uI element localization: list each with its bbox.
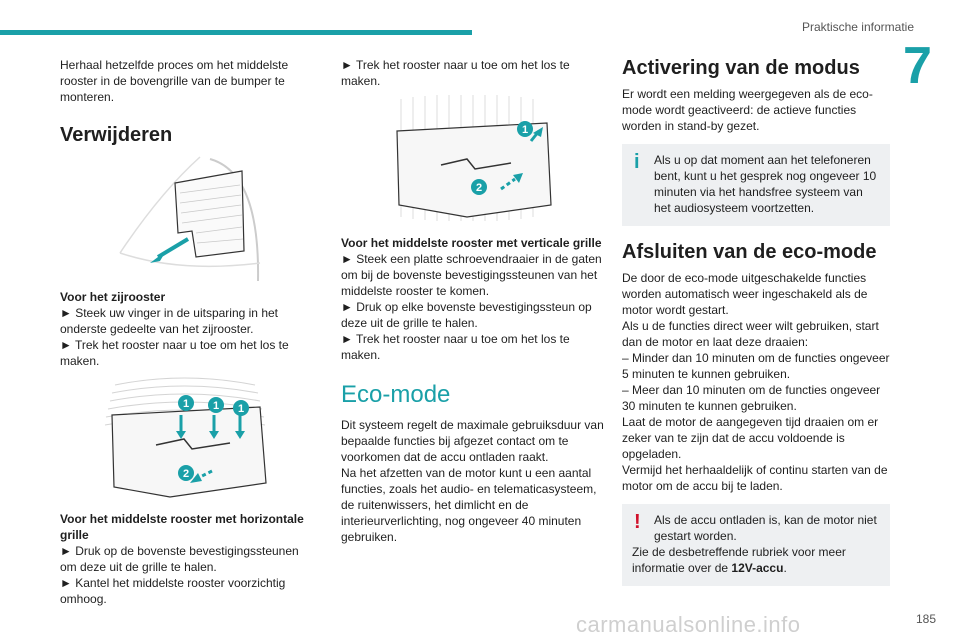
side-step-2: ► Trek het rooster naar u toe om het los… [60, 338, 289, 368]
column-3: Activering van de modus Er wordt een mel… [622, 52, 890, 586]
battery-reference: 12V-accu [731, 561, 784, 575]
exit-line-1: De door de eco-mode uitgeschakelde funct… [622, 271, 868, 317]
vertical-grille-title: Voor het middelste rooster met verticale… [341, 236, 602, 250]
column-1: Herhaal hetzelfde proces om het middelst… [60, 52, 308, 607]
header-accent-bar [0, 30, 472, 35]
side-grille-title: Voor het zijrooster [60, 290, 166, 304]
warning-note: ! Als de accu ontladen is, kan de motor … [622, 504, 890, 586]
eco-text-2: Na het afzetten van de motor kunt u een … [341, 466, 597, 544]
vertical-step-2: ► Druk op elke bovenste bevestigingssteu… [341, 300, 592, 330]
marker-1c: 1 [238, 403, 244, 415]
vertical-grille-illustration: 1 2 [396, 95, 552, 221]
marker-2: 2 [183, 468, 189, 480]
page-number: 185 [915, 612, 936, 626]
section-title: Praktische informatie [801, 20, 914, 34]
horizontal-grille-illustration: 1 1 1 2 [104, 377, 267, 498]
marker-1b: 1 [213, 400, 219, 412]
push-arrows [176, 415, 245, 483]
info-note: i Als u op dat moment aan het telefonere… [622, 144, 890, 226]
info-note-text: Als u op dat moment aan het telefoneren … [654, 153, 877, 215]
heading-verwijderen: Verwijderen [60, 124, 173, 146]
heading-activering: Activering van de modus [622, 57, 860, 79]
marker-1: 1 [522, 124, 528, 136]
side-step-1: ► Steek uw vinger in de uitsparing in he… [60, 306, 278, 336]
eco-text-1: Dit systeem regelt de maximale gebruiksd… [341, 418, 604, 464]
warning-note-text: Als de accu ontladen is, kan de motor ni… [654, 513, 877, 543]
vertical-step-3: ► Trek het rooster naar u toe om het los… [341, 332, 570, 362]
heading-afsluiten: Afsluiten van de eco-mode [622, 241, 877, 263]
activering-text: Er wordt een melding weergegeven als de … [622, 87, 873, 133]
exit-line-4: – Meer dan 10 minuten om de functies ong… [622, 383, 881, 413]
pull-step: ► Trek het rooster naar u toe om het los… [341, 58, 570, 88]
intro-text: Herhaal hetzelfde proces om het middelst… [60, 58, 289, 104]
exit-line-6: Vermijd het herhaaldelijk of continu sta… [622, 463, 888, 493]
watermark: carmanualsonline.info [576, 612, 801, 637]
exit-line-2: Als u de functies direct weer wilt gebru… [622, 319, 879, 349]
chapter-number: 7 [903, 37, 932, 95]
exit-line-5: Laat de motor de aangegeven tijd draaien… [622, 415, 879, 461]
warning-reference-end: . [783, 561, 787, 575]
column-2: ► Trek het rooster naar u toe om het los… [341, 52, 609, 545]
side-grille-illustration [119, 156, 261, 281]
marker-1a: 1 [183, 398, 189, 410]
info-icon: i [634, 151, 640, 173]
horizontal-grille-title: Voor het middelste rooster met horizonta… [60, 512, 304, 542]
vertical-step-1: ► Steek een platte schroevendraaier in d… [341, 252, 602, 298]
marker-2: 2 [476, 182, 482, 194]
horizontal-step-1: ► Druk op de bovenste bevestigingssteune… [60, 544, 299, 574]
warning-reference: Zie de desbetreffende rubriek voor meer … [632, 544, 880, 576]
warning-icon: ! [634, 511, 641, 533]
heading-eco-mode: Eco-mode [341, 381, 451, 408]
exit-line-3: – Minder dan 10 minuten om de functies o… [622, 351, 890, 381]
warning-reference-text: Zie de desbetreffende rubriek voor meer … [632, 545, 846, 575]
horizontal-step-2: ► Kantel het middelste rooster voorzicht… [60, 576, 286, 606]
